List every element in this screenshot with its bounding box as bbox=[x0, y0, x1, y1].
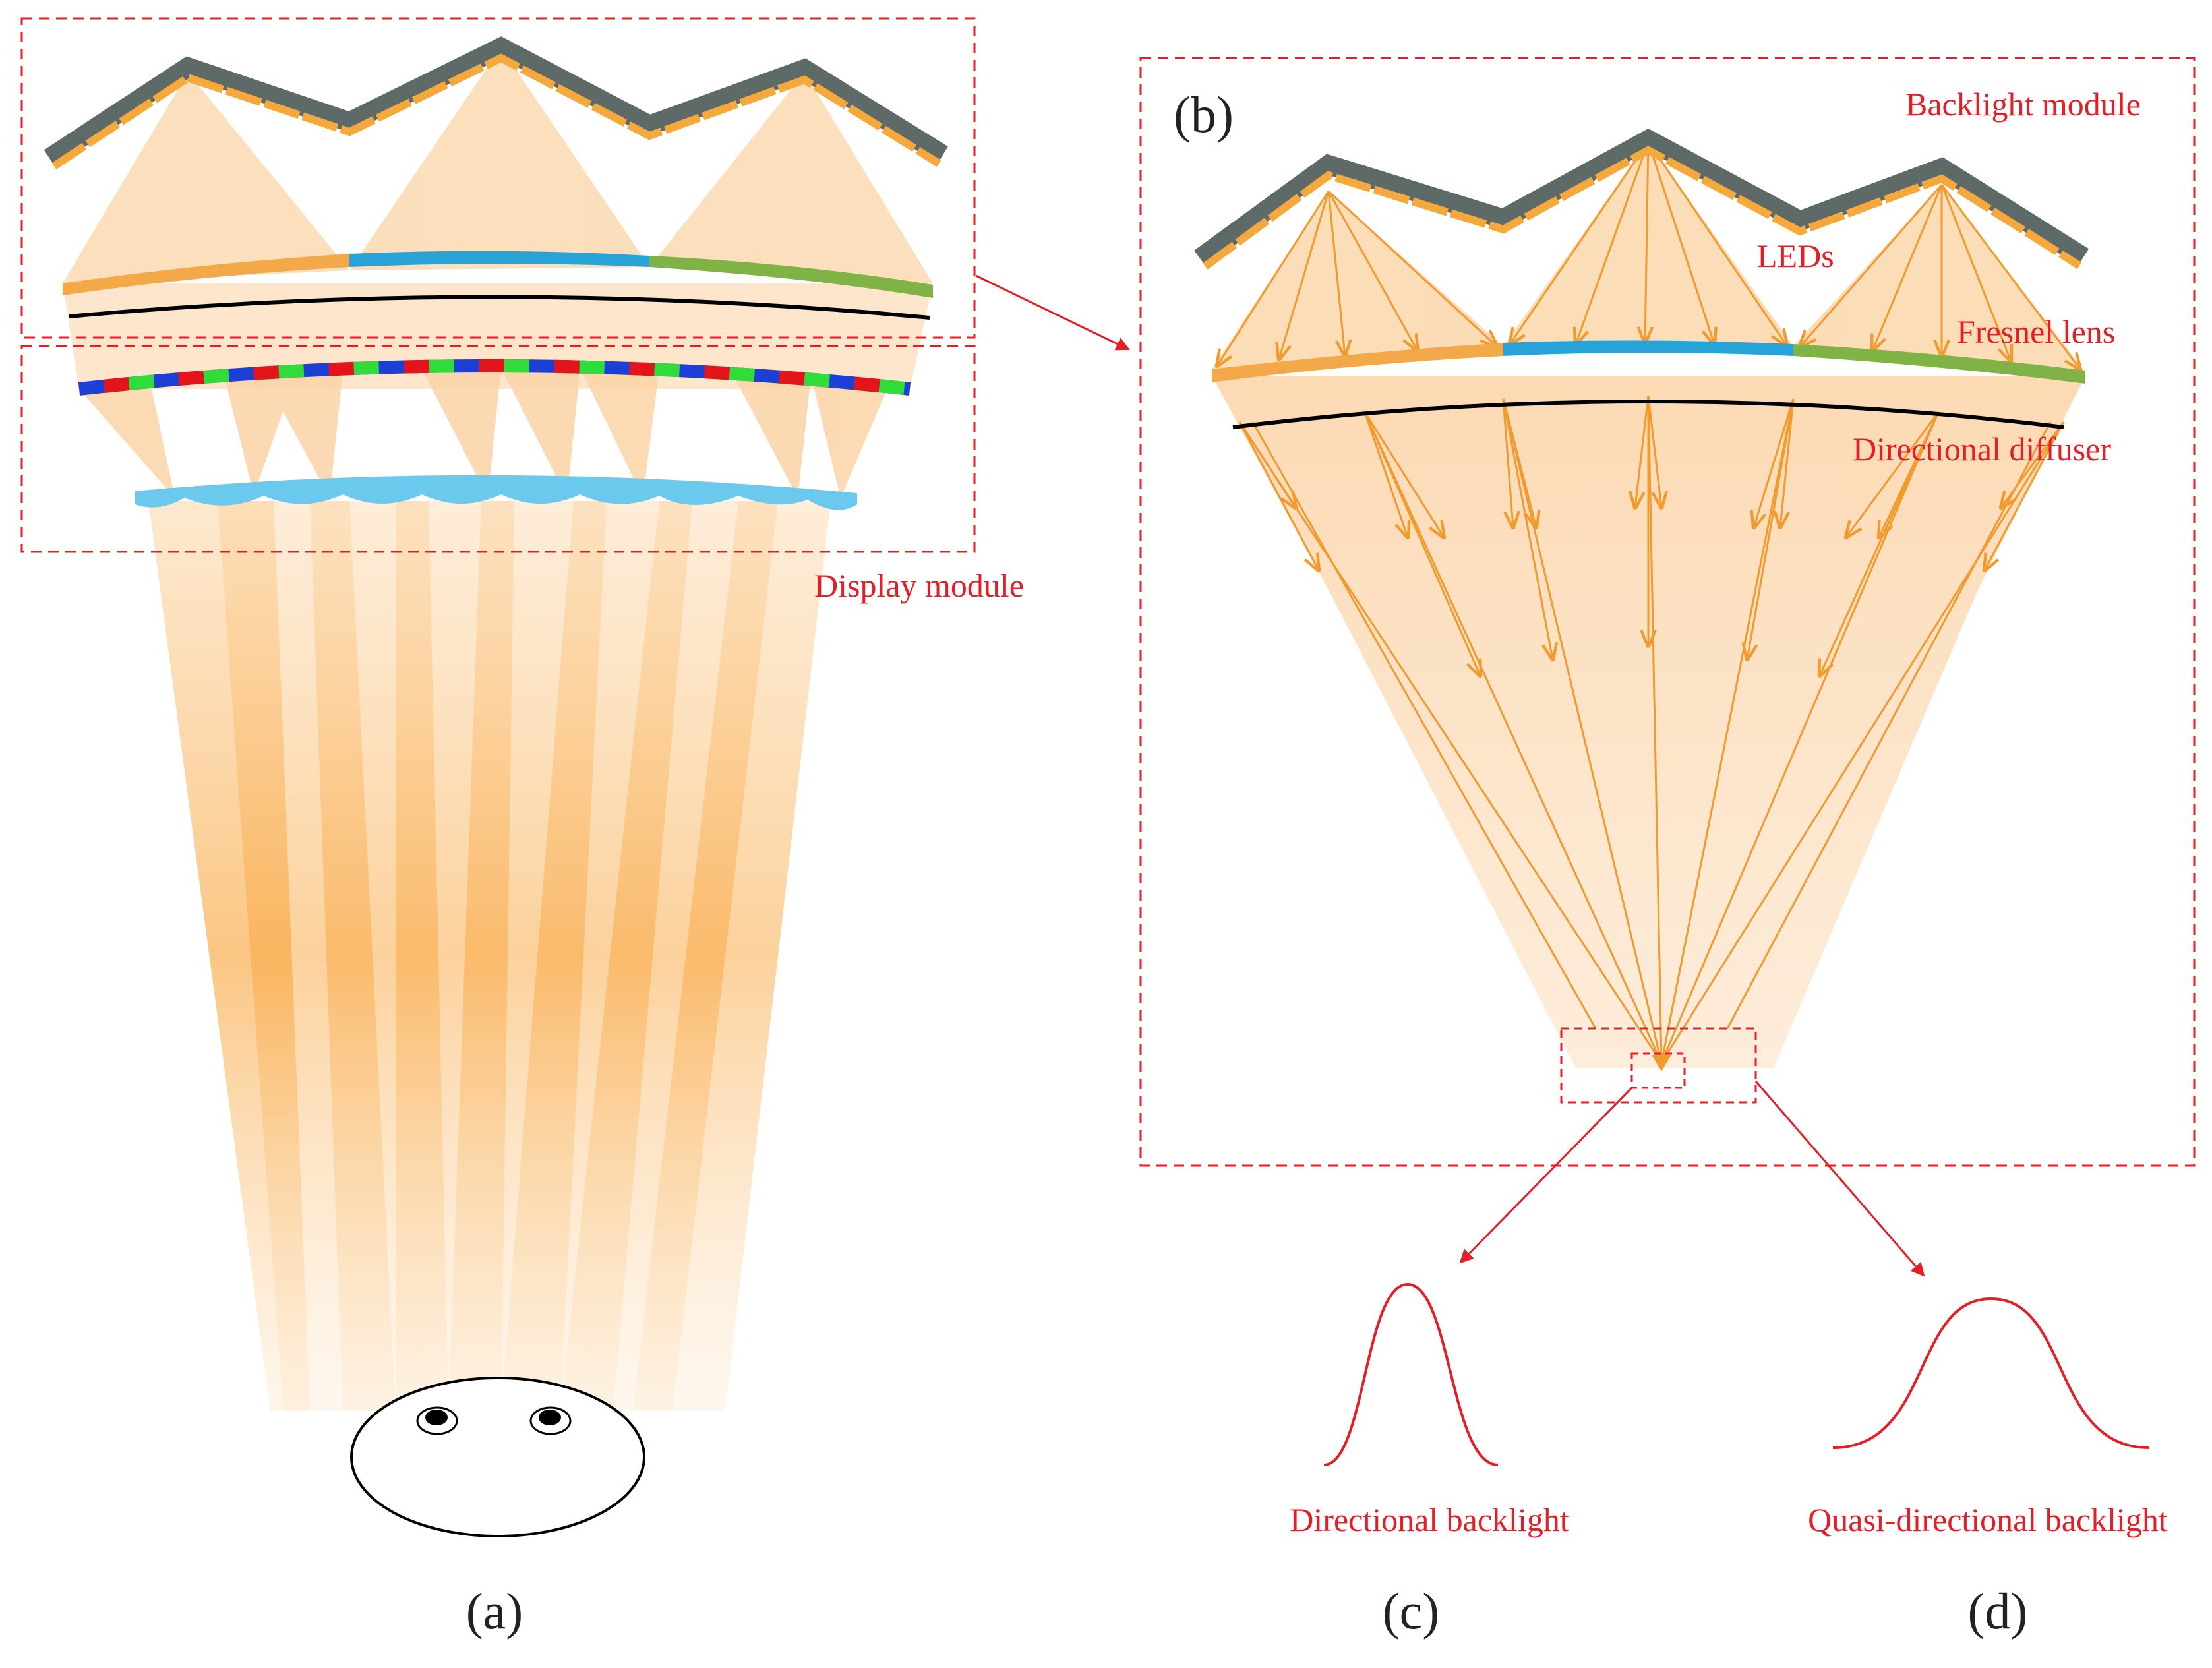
panel-label-d: (d) bbox=[1968, 1582, 2028, 1640]
directional-diffuser-b bbox=[1232, 400, 2064, 429]
panel-a: Display module (a) bbox=[20, 17, 1024, 1640]
fresnel-lens-a bbox=[63, 251, 933, 298]
backlight-cones-a bbox=[63, 47, 933, 283]
directional-diffuser-label: Directional diffuser bbox=[1853, 431, 2111, 467]
panel-label-b: (b) bbox=[1174, 86, 1234, 143]
directional-backlight-label: Directional backlight bbox=[1290, 1501, 1569, 1538]
backlight-cones-b bbox=[1212, 142, 2085, 372]
focus-box-inner bbox=[1630, 1052, 1686, 1089]
color-filter-red bbox=[78, 359, 911, 396]
panel-d: Quasi-directional backlight (d) bbox=[1808, 1297, 2168, 1640]
display-module-label: Display module bbox=[814, 567, 1024, 604]
led-rays-b bbox=[1217, 141, 2080, 369]
viewer-beams-a bbox=[148, 501, 831, 1411]
panel-c: Directional backlight (c) bbox=[1290, 1282, 1569, 1640]
led-backlight-a bbox=[44, 36, 948, 170]
display-light-a bbox=[63, 283, 933, 389]
arrow-to-c bbox=[1459, 1087, 1633, 1264]
diffuser-rays-b bbox=[1238, 395, 2065, 676]
focus-rays-b bbox=[1238, 395, 2065, 1063]
directional-diffuser-a bbox=[69, 295, 930, 320]
directional-profile-curve bbox=[1323, 1282, 1499, 1466]
quasi-directional-backlight-label: Quasi-directional backlight bbox=[1808, 1501, 2168, 1538]
pixel-beams-a bbox=[79, 368, 890, 498]
zoom-arrow bbox=[975, 274, 1130, 351]
arrow-to-d bbox=[1754, 1081, 1925, 1277]
panel-label-c: (c) bbox=[1383, 1582, 1440, 1640]
lens-array-a bbox=[135, 475, 857, 510]
display-module-box bbox=[20, 345, 976, 553]
backlight-module-label: Backlight module bbox=[1905, 86, 2141, 123]
quasi-directional-profile-curve bbox=[1832, 1297, 2150, 1449]
focus-box-outer bbox=[1560, 1027, 1757, 1104]
light-fan-b bbox=[1212, 376, 2085, 1068]
leds-label: LEDs bbox=[1757, 237, 1834, 274]
fresnel-lens-b bbox=[1212, 340, 2085, 384]
fresnel-lens-label: Fresnel lens bbox=[1957, 313, 2115, 350]
focus-point bbox=[1652, 1055, 1671, 1071]
backlight-box-a bbox=[20, 17, 976, 339]
panel-b: (b) bbox=[1139, 57, 2196, 1167]
viewer-head bbox=[350, 1377, 645, 1537]
led-backlight-b bbox=[1194, 128, 2089, 270]
panel-label-a: (a) bbox=[466, 1582, 523, 1640]
